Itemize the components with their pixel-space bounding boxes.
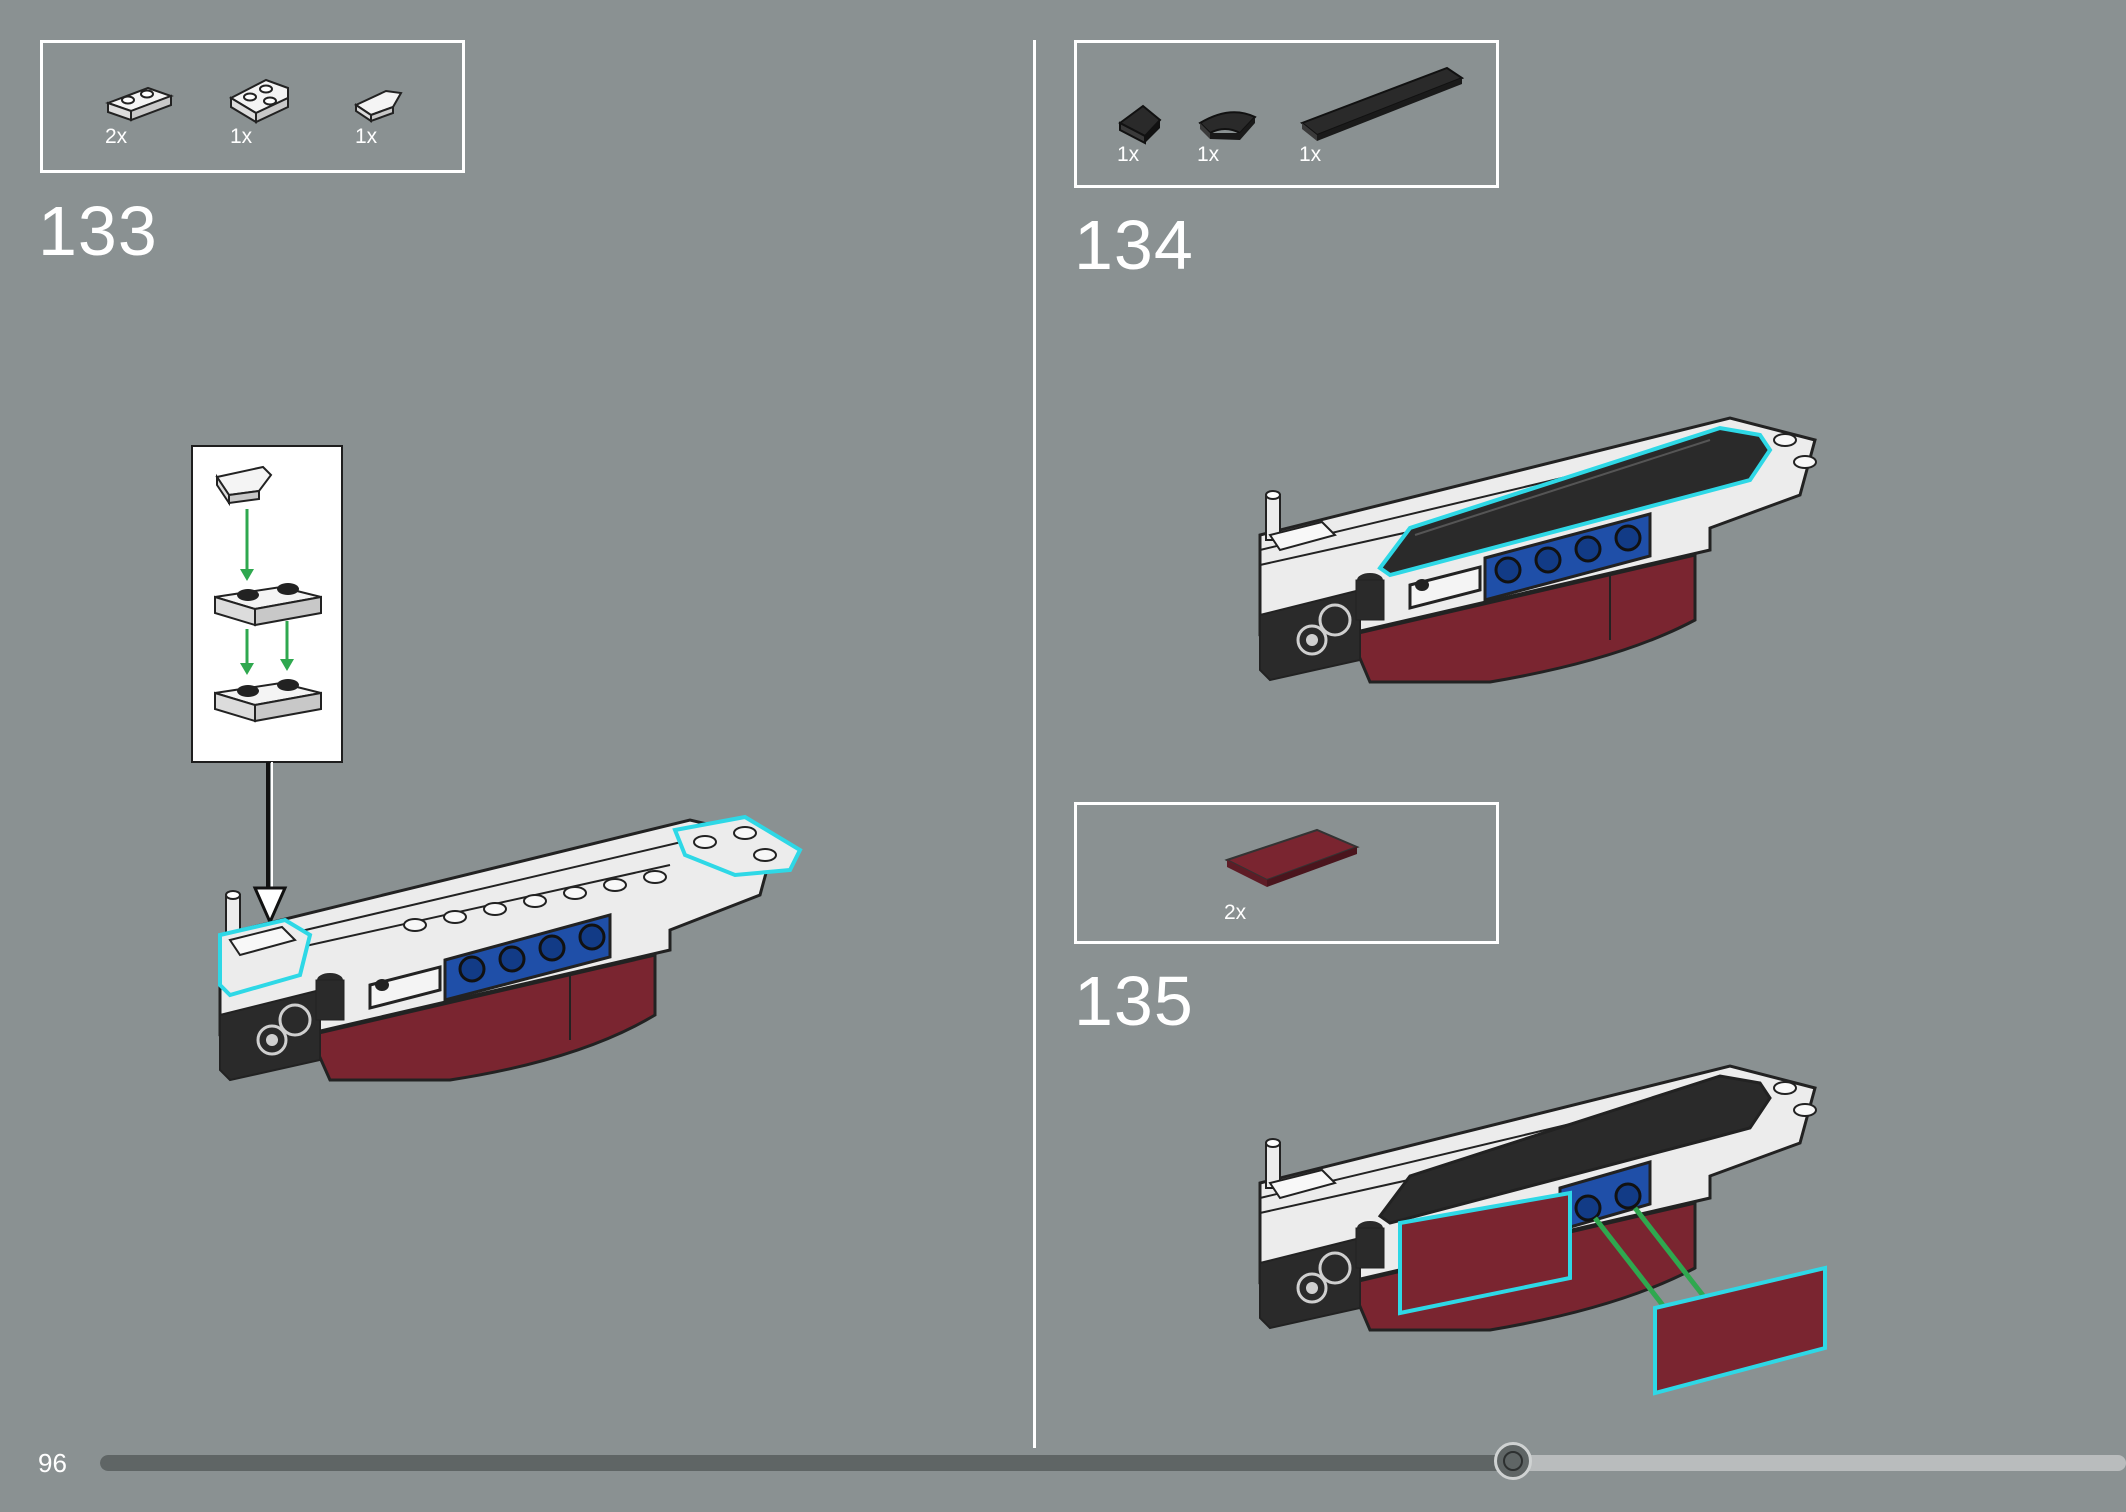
parts-list-133: 2x 1x 1x — [40, 40, 465, 173]
subassembly-diagram — [214, 465, 322, 723]
part-qty: 2x — [1224, 901, 1247, 924]
part-slope-black-icon — [1118, 104, 1162, 145]
callout-green-arrows — [240, 621, 294, 675]
callout-plate-lower-icon — [214, 679, 322, 723]
part-qty: 1x — [355, 125, 378, 148]
step-number-133: 133 — [38, 192, 158, 270]
part-plate-1x2-white-icon — [105, 86, 174, 122]
page-divider — [1033, 40, 1036, 1448]
callout-green-arrow — [240, 509, 254, 581]
part-tile-long-black-icon — [1300, 66, 1465, 141]
page-scrubber-handle[interactable] — [1494, 1442, 1532, 1480]
parts-list-135: 2x — [1074, 802, 1499, 944]
part-qty: 2x — [105, 125, 128, 148]
step-134-hull-model — [1258, 416, 1817, 684]
page-number: 96 — [38, 1448, 67, 1478]
step-135-hull-model — [1258, 1064, 1827, 1396]
part-curved-slope-black-icon — [1198, 111, 1257, 140]
parts-list-134: 1x 1x 1x — [1074, 40, 1499, 188]
callout-plate-upper-icon — [214, 583, 322, 627]
callout-slope-tile-icon — [215, 465, 273, 507]
part-tile-slope-white-icon — [353, 89, 403, 123]
part-tile-dark-red-icon — [1224, 828, 1360, 887]
part-qty: 1x — [230, 125, 253, 148]
part-qty: 1x — [1197, 143, 1220, 166]
step-133-hull-model — [218, 814, 803, 1082]
page-scrubber-progress — [100, 1455, 1512, 1471]
step-number-134: 134 — [1074, 206, 1194, 284]
part-qty: 1x — [1299, 143, 1322, 166]
part-wedge-plate-white-icon — [228, 78, 289, 124]
step-number-135: 135 — [1074, 962, 1194, 1040]
page-scrubber-track[interactable] — [100, 1455, 2126, 1471]
callout-pointer-arrow — [252, 762, 288, 926]
subassembly-callout — [191, 445, 343, 763]
part-qty: 1x — [1117, 143, 1140, 166]
